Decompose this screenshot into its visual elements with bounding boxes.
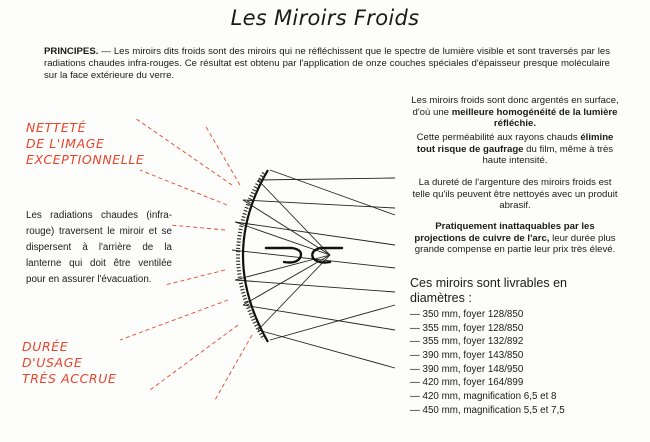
reflected-ray: [257, 177, 396, 181]
permeability-text: Cette perméabilité aux rayons chauds: [416, 132, 581, 143]
reflected-ray: [234, 279, 396, 293]
durability-callout: Durée d'usage très accrue: [22, 339, 116, 387]
durability-paragraph: Pratiquement inattaquables par les proje…: [410, 221, 620, 256]
permeability-bold: élimine tout risque de gaufrage: [416, 132, 614, 155]
reflected-ray: [242, 199, 396, 209]
principles-paragraph: PRINCIPES. — Les miroirs dits froids son…: [44, 46, 610, 82]
hardness-paragraph: La dureté de l'argenture des miroirs fro…: [412, 177, 618, 211]
list-item: — 450 mm, magnification 5,5 et 7,5: [410, 404, 565, 416]
list-item: — 355 mm, foyer 132/892: [410, 336, 524, 348]
infrared-ray: [149, 324, 239, 391]
sharpness-line-1: Netteté: [26, 120, 87, 135]
homogeneity-text: Les miroirs froids sont donc argentés en…: [411, 95, 619, 118]
homogeneity-bold: meilleure homogénéité de la lumière réfl…: [451, 106, 618, 130]
list-item: — 355 mm, foyer 128/850: [410, 322, 524, 334]
sharpness-line-3: exceptionnelle: [26, 152, 145, 167]
reflected-ray: [269, 169, 396, 216]
infrared-rays: [119, 117, 253, 401]
page-title: Les Miroirs Froids: [230, 6, 420, 30]
incident-ray: [234, 254, 331, 281]
infrared-ray: [139, 169, 228, 206]
incident-ray: [257, 254, 331, 331]
list-item: — 390 mm, foyer 148/950: [410, 363, 524, 375]
list-item: — 350 mm, foyer 128/850: [410, 309, 524, 320]
list-item: — 420 mm, foyer 164/899: [410, 377, 524, 389]
reflected-ray: [242, 304, 396, 331]
sharpness-callout: Netteté de l'image exceptionnelle: [26, 120, 144, 168]
mirror-curve: [236, 169, 269, 343]
mirror-ray-diagram: [231, 169, 396, 369]
incident-ray: [242, 254, 331, 306]
incident-ray: [242, 199, 331, 256]
reflected-ray: [269, 304, 396, 341]
principles-lead: PRINCIPES.: [44, 46, 99, 57]
infrared-ray: [164, 269, 226, 286]
infrared-explanation: Les radiations chaudes (infra-rouge) tra…: [26, 210, 172, 285]
durability-bold: Pratiquement inattaquables par les proje…: [414, 221, 595, 244]
arc-electrodes-icon: [264, 246, 344, 264]
infrared-ray: [119, 299, 229, 341]
list-item: — 420 mm, magnification 6,5 et 8: [410, 391, 557, 403]
durability-line-3: très accrue: [22, 371, 117, 386]
infrared-ray: [134, 117, 233, 186]
availability-heading: Ces miroirs sont livrables en diamètres …: [410, 276, 567, 305]
durability-line-1: Durée: [22, 339, 69, 354]
durability-line-2: d'usage: [22, 355, 83, 370]
list-item: — 390 mm, foyer 143/850: [410, 350, 524, 362]
principles-text: — Les miroirs dits froids sont des miroi…: [44, 46, 610, 81]
infrared-ray: [169, 224, 226, 231]
homogeneity-paragraph: Les miroirs froids sont donc argentés en…: [410, 95, 620, 130]
reflected-ray: [234, 221, 396, 246]
diameter-list: — 350 mm, foyer 128/850 — 355 mm, foyer …: [410, 308, 625, 418]
durability-text: leur durée plus grande compense en parti…: [414, 232, 616, 256]
permeability-paragraph: Cette perméabilité aux rayons chauds éli…: [410, 132, 620, 167]
permeability-text-end: du film, même à très haute intensité.: [482, 143, 614, 167]
infrared-ray: [204, 124, 241, 186]
sharpness-line-2: de l'image: [26, 136, 105, 151]
incident-ray: [257, 179, 331, 256]
infrared-ray: [214, 334, 253, 401]
reflected-ray: [257, 329, 396, 369]
